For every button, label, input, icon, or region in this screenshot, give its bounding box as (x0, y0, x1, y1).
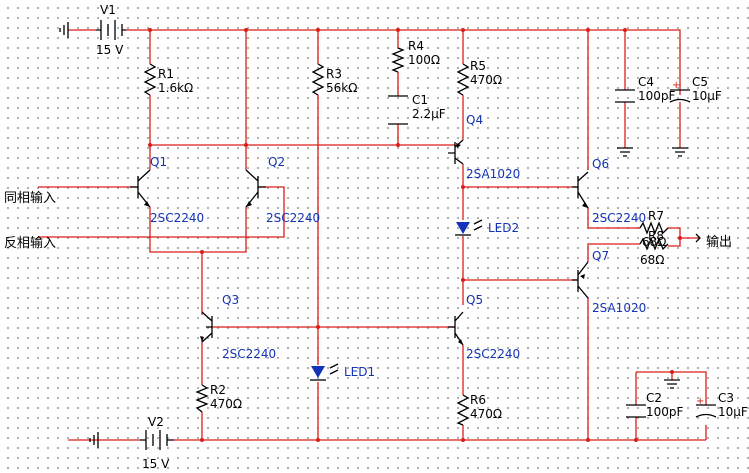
output-terminal-icon[interactable] (695, 233, 701, 243)
q7-ref: Q7 (592, 249, 609, 263)
capacitor-c3 (695, 404, 717, 418)
q6-part: 2SC2240 (592, 211, 646, 225)
v1-ref: V1 (100, 3, 116, 17)
r4-value: 100Ω (408, 53, 440, 67)
q4-ref: Q4 (466, 113, 483, 127)
transistor-q6 (572, 171, 589, 209)
battery-v1[interactable] (96, 20, 126, 40)
transistor-q2 (245, 169, 266, 208)
r2-value: 470Ω (210, 397, 242, 411)
q5-part: 2SC2240 (466, 347, 520, 361)
transistor-symbols[interactable] (130, 139, 589, 346)
capacitor-c4 (615, 89, 635, 103)
capacitor-c5 (669, 89, 691, 103)
v1-value: 15 V (96, 43, 124, 57)
q1-part: 2SC2240 (150, 211, 204, 225)
transistor-q4 (448, 139, 464, 165)
c5-ref: C5 (692, 75, 708, 89)
transistor-q1 (130, 169, 151, 208)
r4-ref: R4 (408, 39, 424, 53)
r3-value: 56kΩ (326, 81, 357, 95)
resistor-r1 (143, 63, 157, 96)
r7-value: 68Ω (642, 235, 666, 249)
c5-polarity: + (672, 80, 680, 91)
led-led1[interactable] (310, 363, 339, 381)
r6-value: 470Ω (470, 407, 502, 421)
resistor-symbols[interactable] (143, 47, 669, 426)
c5-value: 10μF (692, 89, 722, 103)
q4-part: 2SA1020 (466, 167, 520, 181)
c4-ref: C4 (638, 75, 654, 89)
q7-part: 2SA1020 (592, 301, 646, 315)
resistor-r7 (639, 221, 669, 235)
q1-ref: Q1 (150, 155, 167, 169)
r5-ref: R5 (470, 59, 486, 73)
c2-value: 100pF (646, 405, 684, 419)
led-led2[interactable] (455, 219, 483, 236)
r5-value: 470Ω (470, 73, 502, 87)
q2-part: 2SC2240 (266, 211, 320, 225)
r8-ref: R8 (648, 229, 664, 243)
r1-value: 1.6kΩ (158, 81, 193, 95)
transistor-q3 (201, 311, 213, 343)
r6-ref: R6 (470, 393, 486, 407)
resistor-r4 (391, 47, 405, 73)
c1-value: 2.2μF (412, 107, 446, 121)
q5-ref: Q5 (466, 293, 483, 307)
c1-ref: C1 (412, 93, 428, 107)
q2-ref: Q2 (268, 155, 285, 169)
transistor-q7 (572, 261, 589, 299)
q6-ref: Q6 (592, 157, 609, 171)
v2-ref: V2 (148, 415, 164, 429)
resistor-r5 (456, 63, 470, 96)
in-phase-input-label: 同相输入 (4, 190, 56, 206)
output-label: 输出 (706, 234, 732, 250)
ground-symbols (59, 22, 688, 448)
junction-dots (148, 28, 682, 442)
capacitor-symbols[interactable] (388, 89, 717, 418)
r2-ref: R2 (210, 383, 226, 397)
capacitor-c1 (388, 95, 408, 125)
r7-ref: R7 (648, 209, 664, 223)
v2-value: 15 V (142, 457, 170, 471)
led2-ref: LED2 (488, 221, 519, 235)
resistor-r6 (456, 394, 470, 426)
c3-ref: C3 (718, 391, 734, 405)
c3-value: 10μF (718, 405, 748, 419)
battery-v2[interactable] (140, 430, 174, 450)
c4-value: 100pF (638, 89, 676, 103)
r8-value: 68Ω (640, 253, 664, 267)
component-labels: V1 15 V V2 15 V R1 1.6kΩ R3 56kΩ R4 100Ω… (4, 3, 748, 471)
r1-ref: R1 (158, 67, 174, 81)
led1-ref: LED1 (344, 365, 375, 379)
resistor-r8 (639, 237, 669, 251)
q3-part: 2SC2240 (222, 347, 276, 361)
inverting-input-label: 反相输入 (4, 235, 56, 251)
transistor-q5 (448, 311, 464, 346)
resistor-r2 (195, 384, 209, 413)
capacitor-c2 (626, 404, 646, 418)
r3-ref: R3 (326, 67, 342, 81)
c2-ref: C2 (646, 391, 662, 405)
q3-ref: Q3 (222, 293, 239, 307)
resistor-r3 (311, 63, 325, 96)
c3-polarity: + (696, 396, 704, 407)
transistor-arrows (144, 143, 588, 345)
